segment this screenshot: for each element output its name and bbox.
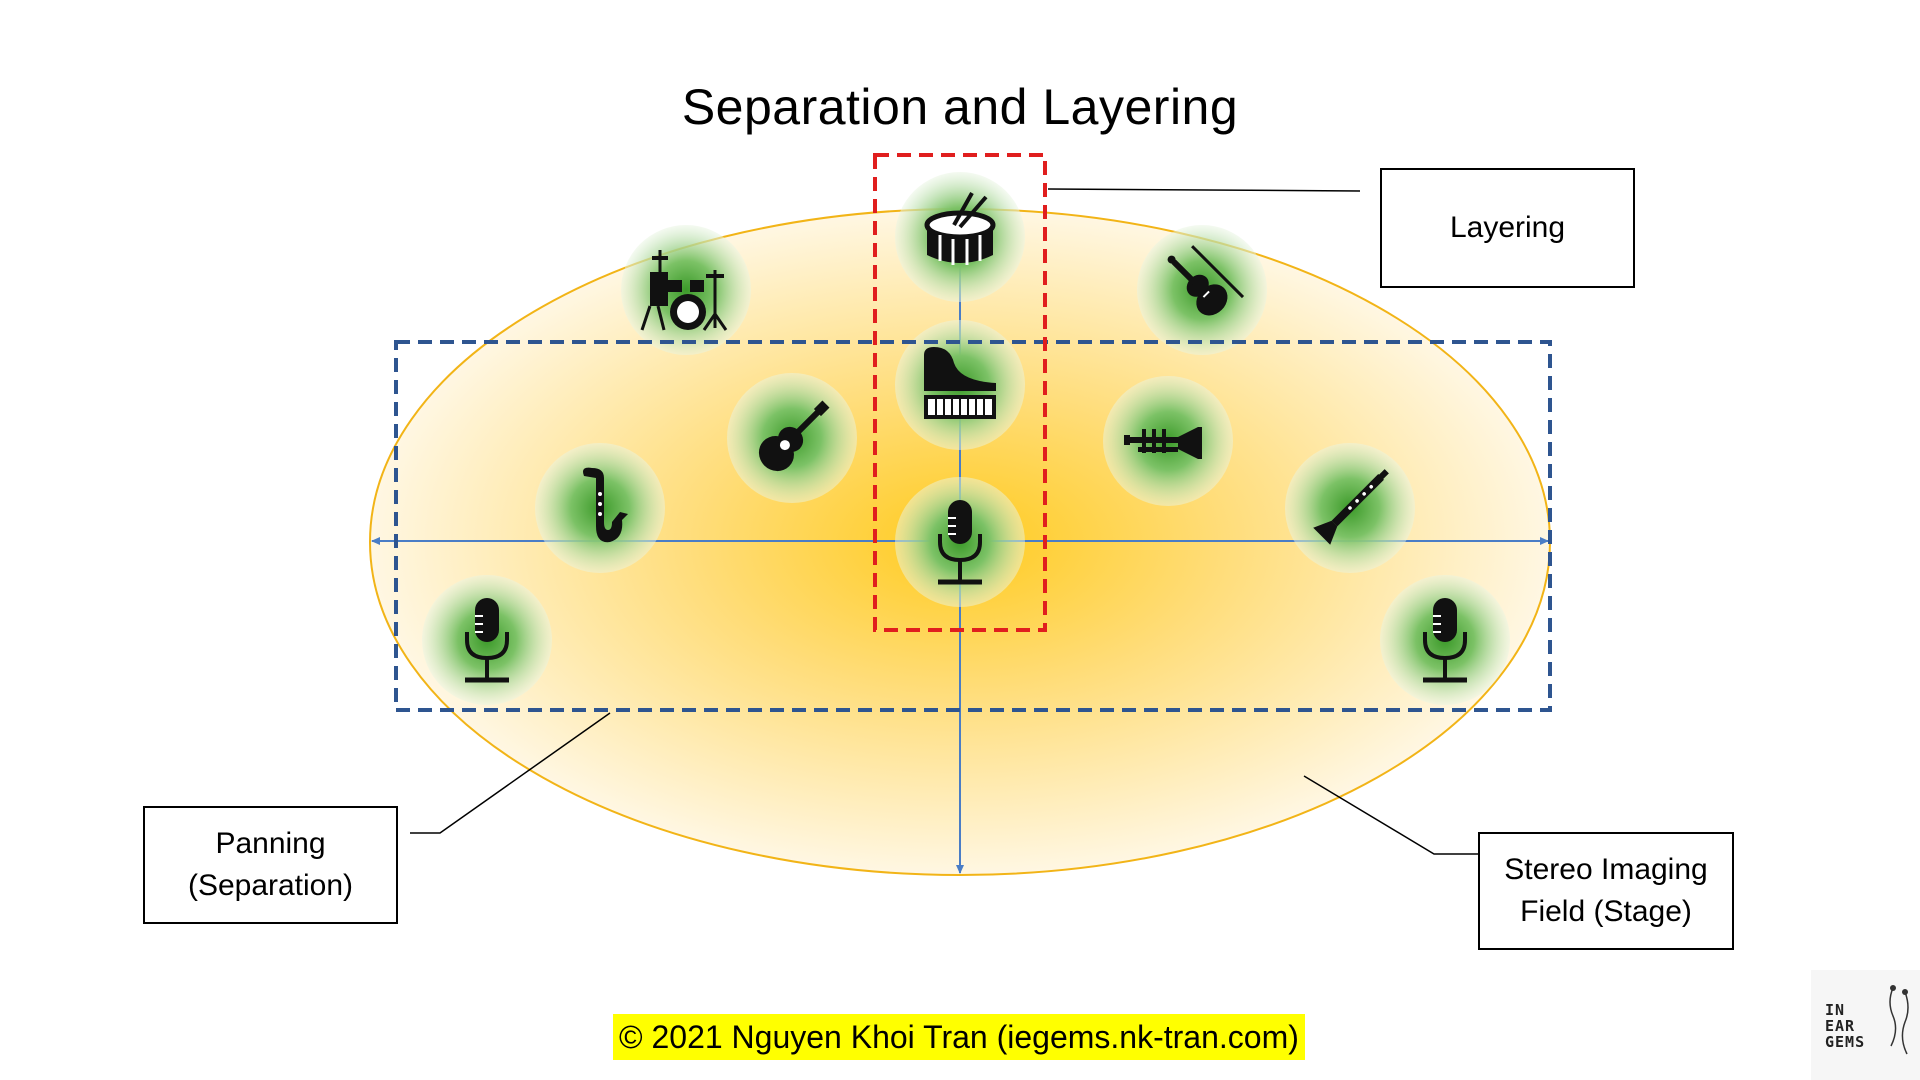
layering-leader-line (1047, 188, 1361, 192)
layering-label: Layering (1449, 211, 1566, 244)
trumpet-icon (1124, 427, 1202, 459)
earphone-icon (1889, 985, 1909, 1055)
microphone-left-icon (465, 598, 509, 683)
stereo-label-line2: Field (Stage) (1520, 895, 1692, 928)
stereo-field-callout: Stereo Imaging Field (Stage) (1478, 832, 1734, 950)
layering-callout: Layering (1380, 168, 1635, 288)
acoustic-guitar-icon (758, 400, 830, 472)
stereo-label-line1: Stereo Imaging (1504, 853, 1708, 886)
in-ear-gems-logo: IN EAR GEMS (1811, 970, 1920, 1080)
layering-box (873, 153, 1047, 632)
violin-icon (1167, 245, 1245, 316)
drum-kit-icon (640, 250, 728, 331)
panning-callout: Panning (Separation) (143, 806, 398, 924)
stereo-leader-line (1303, 775, 1478, 855)
panning-label-line2: (Separation) (187, 869, 354, 902)
logo-word-gems: GEMS (1825, 1033, 1866, 1051)
piano-icon (924, 347, 996, 419)
panning-box (394, 340, 1552, 712)
panning-leader-line (410, 712, 611, 834)
saxophone-icon (583, 467, 628, 543)
logo-word-ear: EAR (1825, 1017, 1856, 1035)
microphone-right-icon (1423, 598, 1467, 683)
logo-word-in: IN (1825, 1001, 1846, 1019)
snare-drum-icon (924, 192, 996, 265)
copyright-notice: © 2021 Nguyen Khoi Tran (iegems.nk-tran.… (613, 1014, 1305, 1060)
microphone-center-icon (938, 500, 982, 585)
panning-label-line1: Panning (215, 827, 326, 860)
diagram-title: Separation and Layering (681, 79, 1239, 135)
clarinet-icon (1313, 469, 1389, 545)
